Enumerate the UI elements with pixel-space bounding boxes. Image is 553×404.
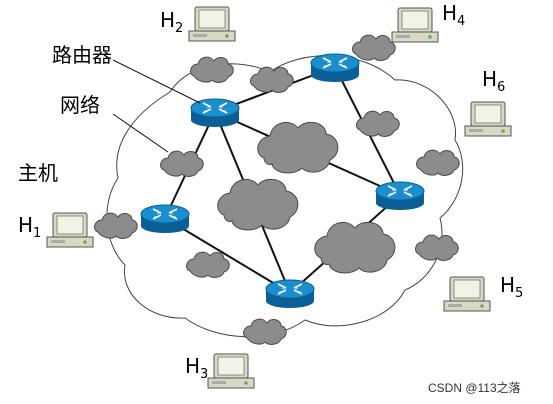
router-icon [310,53,360,83]
router-icon [375,181,425,211]
computer-icon [46,212,94,248]
host-label-h4: H4 [442,1,465,29]
cloud-icon [190,56,234,83]
host-label-h5: H5 [500,273,523,301]
host-label-h2: H2 [160,8,183,36]
computer-icon [391,7,439,43]
cloud-icon [352,34,396,61]
computer-icon [188,6,236,42]
router-label: 路由器 [52,43,112,67]
link [164,217,291,294]
network-label: 网络 [60,93,100,117]
host-label: 主机 [18,161,58,185]
computer-icon [443,276,491,312]
router-pointer [112,59,201,104]
host-label-h3: H3 [185,354,208,382]
router-icon [190,98,240,128]
network-pointer [112,113,169,153]
cloud-icon [94,212,138,239]
host-label-h1: H1 [18,213,41,241]
router-icon [265,279,315,309]
router-icon [140,204,190,234]
host-label-h6: H6 [482,67,505,95]
computer-icon [207,353,255,389]
computer-icon [464,101,512,137]
watermark: CSDN @113之落 [428,381,521,395]
